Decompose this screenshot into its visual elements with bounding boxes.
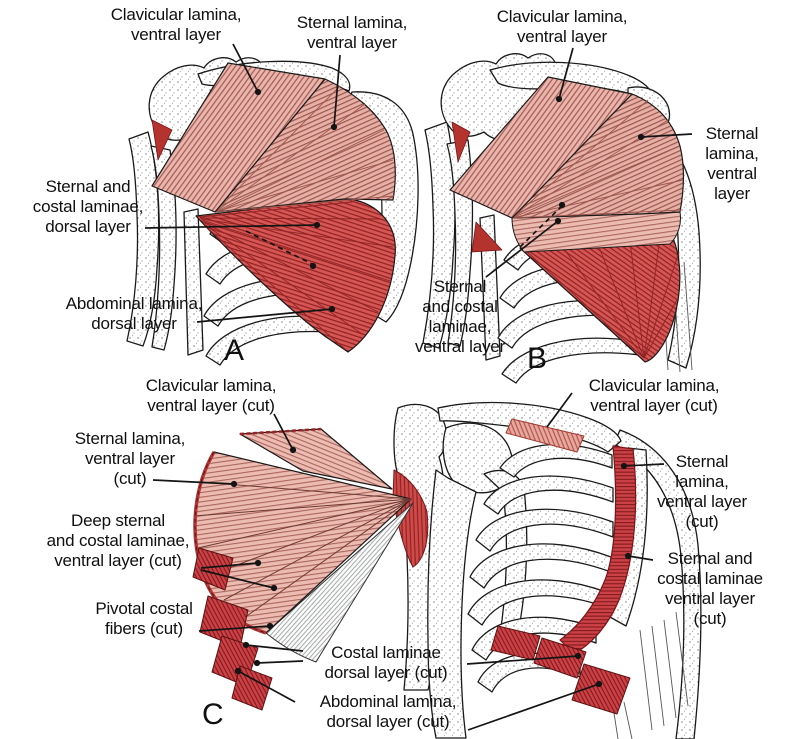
label-c-right-sternal-costal-cut: Sternal and costal laminae ventral layer… — [657, 549, 763, 628]
label-c-clavicular-lamina-cut: Clavicular lamina, ventral layer (cut) — [145, 376, 277, 415]
label-c-right-sternal-lamina-cut: Sternal lamina, ventral layer (cut) — [657, 452, 747, 531]
label-a-clavicular-lamina: Clavicular lamina, ventral layer — [110, 5, 242, 44]
label-c-right-clavicular-lamina-cut: Clavicular lamina, ventral layer (cut) — [588, 376, 720, 415]
label-b-clavicular-lamina: Clavicular lamina, ventral layer — [496, 7, 628, 46]
panel-letter-a: A — [224, 334, 245, 367]
panel-letter-c: C — [202, 698, 224, 731]
leader-dots — [230, 88, 645, 688]
label-c-pivotal-costal-fibers: Pivotal costal fibers (cut) — [95, 599, 193, 638]
panel-b-illustration — [422, 53, 701, 384]
label-c-costal-laminae-dorsal-cut: Costal laminae dorsal layer (cut) — [324, 643, 448, 682]
leader-lines — [144, 43, 693, 731]
label-c-deep-sternal-costal-cut: Deep sternal and costal laminae, ventral… — [46, 511, 190, 570]
panel-letter-b: B — [527, 342, 548, 375]
label-b-sternal-costal-laminae: Sternal and costal laminae, ventral laye… — [415, 277, 505, 356]
label-c-abdominal-lamina-cut: Abdominal lamina, dorsal layer (cut) — [319, 692, 457, 731]
panel-a-illustration — [126, 57, 419, 366]
label-a-sternal-lamina: Sternal lamina, ventral layer — [296, 13, 408, 52]
label-b-sternal-lamina: Sternal lamina, ventral layer — [705, 124, 759, 203]
panel-c-right-illustration — [427, 401, 702, 739]
label-a-abdominal-lamina: Abdominal lamina, dorsal layer — [65, 294, 203, 333]
label-c-sternal-lamina-cut: Sternal lamina, ventral layer (cut) — [74, 429, 186, 488]
label-a-sternal-costal-laminae: Sternal and costal laminae, dorsal layer — [32, 177, 144, 236]
